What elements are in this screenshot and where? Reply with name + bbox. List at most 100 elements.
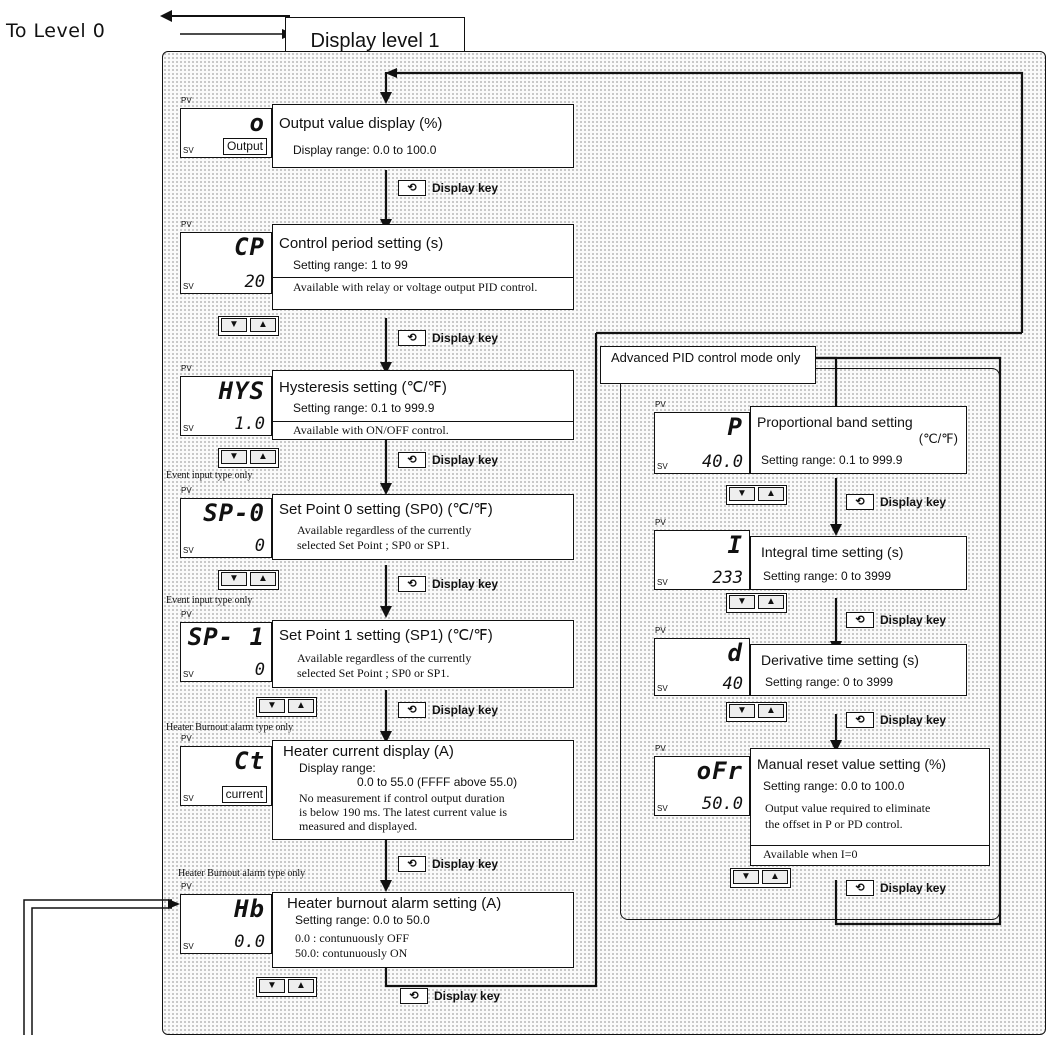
display-key-label: Display key [432,857,499,871]
display-key-adv-4[interactable]: ⟲ Display key [846,880,946,896]
up-key[interactable]: ▲ [762,870,788,884]
pv-label: PV [181,734,192,743]
cp-updown-keys[interactable]: ▼ ▲ [218,316,279,336]
pv-label: PV [181,364,192,373]
sv-label: SV [657,578,668,587]
sp0-title: Set Point 0 setting (SP0) (℃/℉) [279,501,493,518]
ct-sv-word: current [221,786,267,803]
sp0-sv-value: 0 [254,536,265,556]
display-key-1[interactable]: ⟲ Display key [398,180,498,196]
sp1-tag: Event input type only [166,595,253,606]
display-key-label: Display key [880,613,947,627]
sv-label: SV [183,794,194,803]
up-key[interactable]: ▲ [250,450,276,464]
display-key-6[interactable]: ⟲ Display key [398,856,498,872]
display-key-icon: ⟲ [398,180,426,196]
cp-display: PV CP SV 20 [180,220,272,294]
display-key-adv-1[interactable]: ⟲ Display key [846,494,946,510]
p-updown-keys[interactable]: ▼ ▲ [726,485,787,505]
hb-note-1: 0.0 : contunuously OFF [295,931,410,945]
pv-label: PV [181,486,192,495]
ofr-note-1: Output value required to eliminate [765,801,931,815]
ofr-pv-value: oFr [696,757,743,785]
up-key[interactable]: ▲ [758,487,784,501]
output-pv-value: o [249,109,265,137]
display-key-adv-2[interactable]: ⟲ Display key [846,612,946,628]
display-key-label: Display key [434,989,501,1003]
sp0-note-2: selected Set Point ; SP0 or SP1. [297,538,450,552]
sp1-title: Set Point 1 setting (SP1) (℃/℉) [279,627,493,644]
display-key-icon: ⟲ [398,576,426,592]
up-key[interactable]: ▲ [250,318,276,332]
output-display: PV o SV Output [180,96,272,158]
display-key-icon: ⟲ [846,712,874,728]
display-key-5[interactable]: ⟲ Display key [398,702,498,718]
down-key[interactable]: ▼ [259,699,285,713]
d-title: Derivative time setting (s) [761,652,919,668]
i-sv-value: 233 [712,568,743,588]
sp1-note-2: selected Set Point ; SP0 or SP1. [297,666,450,680]
hys-range: Setting range: 0.1 to 999.9 [293,401,435,415]
p-panel: Proportional band setting (℃/℉) Setting … [750,406,967,474]
i-panel: Integral time setting (s) Setting range:… [750,536,967,590]
down-key[interactable]: ▼ [221,318,247,332]
output-range: Display range: 0.0 to 100.0 [293,143,437,157]
sp1-pv-value: SP- 1 [187,623,265,651]
sv-label: SV [183,424,194,433]
hb-note-2: 50.0: contunuously ON [295,946,408,960]
display-key-7[interactable]: ⟲ Display key [400,988,500,1004]
display-key-icon: ⟲ [398,330,426,346]
hys-updown-keys[interactable]: ▼ ▲ [218,448,279,468]
hb-updown-keys[interactable]: ▼ ▲ [256,977,317,997]
down-key[interactable]: ▼ [729,595,755,609]
sv-label: SV [657,684,668,693]
down-key[interactable]: ▼ [259,979,285,993]
display-key-label: Display key [432,331,499,345]
up-key[interactable]: ▲ [758,595,784,609]
display-key-adv-3[interactable]: ⟲ Display key [846,712,946,728]
sp1-updown-keys[interactable]: ▼ ▲ [256,697,317,717]
down-key[interactable]: ▼ [729,487,755,501]
pv-label: PV [181,96,192,105]
p-title: Proportional band setting [757,414,913,430]
i-display: PV I SV 233 [654,518,750,590]
ct-range-value: 0.0 to 55.0 (FFFF above 55.0) [357,775,518,789]
ofr-display: PV oFr SV 50.0 [654,744,750,816]
i-range: Setting range: 0 to 3999 [763,569,892,583]
d-pv-value: d [727,639,743,667]
ct-panel: Heater current display (A) Display range… [272,740,574,840]
up-key[interactable]: ▲ [250,572,276,586]
i-pv-value: I [727,531,743,559]
sp0-updown-keys[interactable]: ▼ ▲ [218,570,279,590]
up-key[interactable]: ▲ [758,704,784,718]
down-key[interactable]: ▼ [221,450,247,464]
ofr-panel: Manual reset value setting (%) Setting r… [750,748,990,866]
p-pv-value: P [727,413,743,441]
sp1-sv-value: 0 [254,660,265,680]
d-sv-value: 40 [722,674,743,694]
pv-label: PV [181,610,192,619]
output-title: Output value display (%) [279,115,443,132]
sv-label: SV [657,804,668,813]
sv-label: SV [183,146,194,155]
sv-label: SV [183,546,194,555]
p-sv-value: 40.0 [702,452,743,472]
display-key-4[interactable]: ⟲ Display key [398,576,498,592]
up-key[interactable]: ▲ [288,979,314,993]
down-key[interactable]: ▼ [221,572,247,586]
ct-pv-value: Ct [234,747,265,775]
ct-range-label: Display range: [299,761,376,775]
down-key[interactable]: ▼ [733,870,759,884]
display-key-label: Display key [432,453,499,467]
d-updown-keys[interactable]: ▼ ▲ [726,702,787,722]
up-key[interactable]: ▲ [288,699,314,713]
display-key-label: Display key [432,181,499,195]
cp-pv-value: CP [234,233,265,261]
display-key-2[interactable]: ⟲ Display key [398,330,498,346]
i-updown-keys[interactable]: ▼ ▲ [726,593,787,613]
down-key[interactable]: ▼ [729,704,755,718]
ofr-updown-keys[interactable]: ▼ ▲ [730,868,791,888]
cp-title: Control period setting (s) [279,235,444,252]
display-key-3[interactable]: ⟲ Display key [398,452,498,468]
sp1-panel: Set Point 1 setting (SP1) (℃/℉) Availabl… [272,620,574,688]
